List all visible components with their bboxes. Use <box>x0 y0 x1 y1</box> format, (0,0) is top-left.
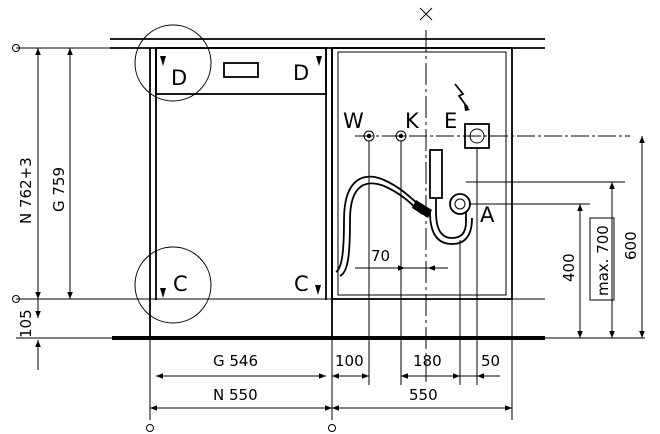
dim-text-n550: N 550 <box>213 386 258 404</box>
dimension-70: 70 <box>355 247 448 271</box>
dim-text-plinth: 105 <box>17 309 35 338</box>
drain-hose <box>335 175 432 277</box>
floor-line <box>16 298 545 340</box>
dim-text-550: 550 <box>409 386 438 404</box>
label-a: A <box>480 203 495 227</box>
dim-text-50: 50 <box>481 352 500 370</box>
extension-lines <box>149 141 513 420</box>
drain-siphon: A <box>429 149 590 245</box>
label-e: E <box>444 109 457 133</box>
control-panel-display <box>223 62 259 78</box>
electrical-socket: E <box>444 83 490 149</box>
corner-label-d-right: D <box>293 61 309 85</box>
detail-circle-d <box>134 24 212 102</box>
footer-text-cutoff: ... <box>410 424 424 434</box>
countertop <box>16 38 545 49</box>
dim-text-g546: G 546 <box>213 352 258 370</box>
dim-text-180: 180 <box>413 352 442 370</box>
corner-label-c-left: C <box>173 272 188 296</box>
bottom-dimensions: G 546 N 550 100 180 50 550 <box>146 352 512 432</box>
dim-text-400: 400 <box>560 253 578 282</box>
dim-text-g-height: G 759 <box>50 167 68 212</box>
corner-label-d-left: D <box>171 66 187 90</box>
side-cabinet <box>331 47 513 300</box>
corner-label-c-right: C <box>294 272 309 296</box>
dim-text-600: 600 <box>622 231 640 260</box>
lightning-icon <box>454 83 469 109</box>
dim-text-70: 70 <box>371 247 390 265</box>
right-dimensions: 400 max. 700 600 <box>466 136 645 339</box>
label-k: K <box>405 109 420 133</box>
dim-text-100: 100 <box>335 352 364 370</box>
corner-markers: D D C C <box>160 56 322 298</box>
detail-circle-c <box>134 246 212 324</box>
dim-text-max700: max. 700 <box>594 225 612 296</box>
left-dimensions: N 762+3 G 759 105 <box>12 44 73 370</box>
dim-text-n-height: N 762+3 <box>17 157 35 224</box>
label-w: W <box>343 109 364 133</box>
